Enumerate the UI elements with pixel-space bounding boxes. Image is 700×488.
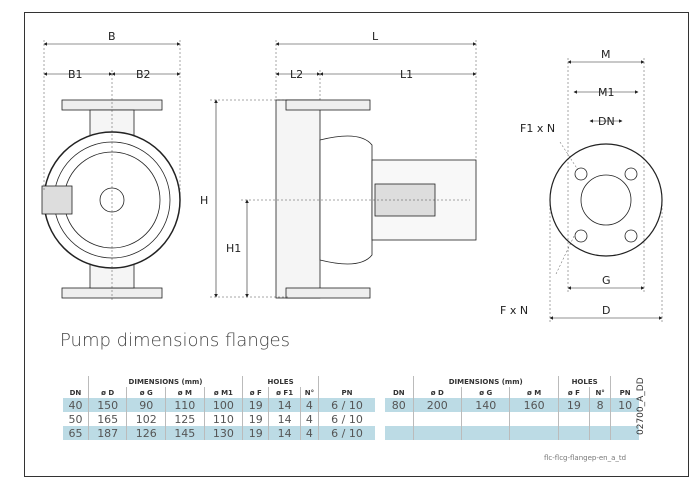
label-L: L [372,30,379,43]
cell: 126 [126,426,166,440]
cell: 110 [165,398,205,412]
col-header: N° [588,387,611,398]
col-header: ø D [87,387,127,398]
cell: 165 [87,412,127,426]
cell: 160 [509,398,559,412]
col-header: ø D [412,387,462,398]
cell: 102 [126,412,166,426]
flange-view [549,143,663,257]
cell: 14 [268,398,301,412]
label-L1: L1 [400,68,413,81]
col-header: DN [392,388,405,397]
label-F1xN: F1 x N [520,122,555,135]
label-H1: H1 [226,242,241,255]
cell: 200 [412,398,462,412]
col-header: ø M [509,387,559,398]
col-header: ø M1 [203,387,243,398]
col-header: ø F [242,387,269,398]
cell: 130 [203,426,243,440]
cell: 19 [242,426,269,440]
cell: 19 [242,398,269,412]
cell: 4 [299,426,319,440]
cell: 10 [610,398,639,412]
cell: 145 [165,426,205,440]
cell: 4 [299,398,319,412]
col-header: ø F1 [268,387,301,398]
group-holes: HOLES [242,376,319,387]
col-header: ø G [126,387,166,398]
cell: 187 [87,426,127,440]
group-holes: HOLES [557,376,611,387]
col-header: ø M [165,387,205,398]
cell: 14 [268,426,301,440]
label-B2: B2 [136,68,151,81]
label-FxN: F x N [500,304,528,317]
col-header: ø G [461,387,510,398]
cell: 4 [299,412,319,426]
technical-drawing: B B1 B2 L L2 L1 H H1 M M1 DN F1 x N F x … [41,30,663,322]
cell: 140 [461,398,510,412]
cell: 6 / 10 [317,426,375,440]
cell: 14 [268,412,301,426]
label-D: D [602,304,610,317]
cell: 65 [63,426,89,440]
col-header: ø F [557,387,590,398]
page-title: Pump dimensions flanges [60,330,291,351]
label-DN: DN [598,115,615,128]
table-row-empty [385,412,639,426]
label-B: B [108,30,116,43]
cell: 110 [203,412,243,426]
cell: 6 / 10 [317,412,375,426]
pump-front-view [41,99,181,299]
label-G: G [602,274,611,287]
table-row-empty [385,426,639,440]
col-header: N° [299,387,319,398]
label-H: H [200,194,208,207]
cell: 50 [68,412,83,426]
group-dimensions: DIMENSIONS (mm) [87,376,243,387]
group-dimensions: DIMENSIONS (mm) [412,376,559,387]
cell: 8 [588,398,611,412]
cell: 90 [126,398,166,412]
col-header: DN [69,388,82,397]
cell: 40 [63,398,89,412]
cell: 150 [87,398,127,412]
label-B1: B1 [68,68,83,81]
cell: 6 / 10 [317,398,375,412]
document-code: flc-flcg-flangep-en_a_td [544,454,627,462]
col-header: PN [317,387,375,398]
cell: 19 [242,412,269,426]
sheet-frame [24,12,689,477]
pump-side-view [275,99,477,299]
col-header: PN [610,387,639,398]
label-M1: M1 [598,86,615,99]
label-L2: L2 [290,68,303,81]
cell: 100 [203,398,243,412]
label-M: M [601,48,611,61]
cell: 125 [165,412,205,426]
cell: 80 [385,398,414,412]
reference-number: 02700_A_DD [636,377,646,435]
cell: 19 [557,398,590,412]
